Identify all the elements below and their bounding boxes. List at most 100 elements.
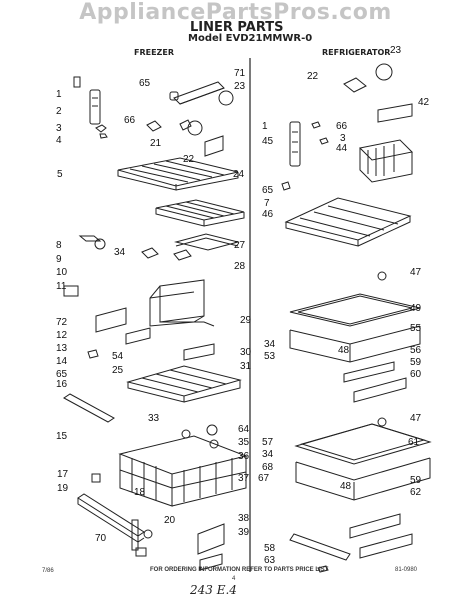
callout-label: 63 bbox=[264, 555, 276, 566]
model-number: Model EVD21MMWR-0 bbox=[188, 33, 313, 44]
callout-label: 5 bbox=[57, 169, 63, 180]
callout-label: 1 bbox=[262, 121, 268, 132]
freezer-shelf-supports bbox=[78, 235, 192, 261]
callout-label: 59 bbox=[410, 357, 422, 368]
callout-label: 30 bbox=[240, 347, 252, 358]
callout-label: 12 bbox=[56, 330, 68, 341]
diagram-title: LINER PARTS bbox=[190, 20, 284, 35]
callout-label: 2 bbox=[56, 106, 62, 117]
callout-label: 54 bbox=[112, 351, 124, 362]
callout-label: 29 bbox=[240, 315, 252, 326]
callout-label: 37 bbox=[238, 473, 250, 484]
callout-label: 23 bbox=[390, 45, 402, 56]
callout-label: 66 bbox=[124, 115, 136, 126]
callout-label: 22 bbox=[183, 154, 195, 165]
refrigerator-dairy-bin bbox=[358, 139, 414, 183]
callout-label: 39 bbox=[238, 527, 250, 538]
freezer-wire-shelf-upper bbox=[117, 157, 239, 191]
callout-label: 38 bbox=[238, 513, 250, 524]
ordering-note: FOR ORDERING INFORMATION REFER TO PARTS … bbox=[150, 567, 329, 573]
freezer-basket-track bbox=[77, 473, 225, 571]
callout-label: 28 bbox=[234, 261, 246, 272]
callout-label: 11 bbox=[56, 281, 67, 292]
callout-label: 57 bbox=[262, 437, 274, 448]
callout-label: 71 bbox=[234, 68, 246, 79]
callout-label: 22 bbox=[307, 71, 319, 82]
callout-label: 34 bbox=[262, 449, 274, 460]
callout-label: 7 bbox=[264, 198, 270, 209]
callout-label: 35 bbox=[238, 437, 250, 448]
callout-label: 21 bbox=[150, 138, 162, 149]
callout-label: 24 bbox=[233, 169, 245, 180]
callout-label: 3 bbox=[340, 133, 346, 144]
callout-label: 65 bbox=[262, 185, 274, 196]
callout-label: 65 bbox=[56, 369, 68, 380]
callout-label: 10 bbox=[56, 267, 68, 278]
callout-label: 60 bbox=[410, 369, 422, 380]
callout-label: 13 bbox=[56, 343, 68, 354]
callout-label: 46 bbox=[262, 209, 274, 220]
callout-label: 47 bbox=[410, 413, 422, 424]
freezer-bracket-parts bbox=[73, 76, 108, 139]
refrigerator-crisper-lower bbox=[289, 417, 432, 573]
callout-label: 44 bbox=[336, 143, 348, 154]
callout-label: 4 bbox=[56, 135, 62, 146]
callout-label: 3 bbox=[56, 123, 62, 134]
callout-label: 19 bbox=[57, 483, 69, 494]
callout-label: 61 bbox=[408, 437, 420, 448]
callout-label: 66 bbox=[336, 121, 348, 132]
callout-label: 27 bbox=[234, 240, 246, 251]
callout-label: 36 bbox=[238, 451, 250, 462]
page-number: 4 bbox=[232, 576, 236, 582]
callout-label: 68 bbox=[262, 462, 274, 473]
refrigerator-light-parts bbox=[343, 63, 413, 123]
right-part-code: 81-0980 bbox=[395, 567, 418, 573]
refrigerator-heading: REFRIGERATOR bbox=[322, 48, 391, 57]
callout-label: 67 bbox=[258, 473, 270, 484]
callout-label: 17 bbox=[57, 469, 69, 480]
callout-label: 64 bbox=[238, 424, 250, 435]
callout-label: 72 bbox=[56, 317, 68, 328]
watermark: AppliancePartsPros.com bbox=[79, 0, 392, 25]
callout-label: 49 bbox=[410, 303, 422, 314]
refrigerator-crisper-upper bbox=[289, 271, 421, 403]
callout-label: 9 bbox=[56, 254, 62, 265]
handwritten-note: 243 E.4 bbox=[190, 583, 237, 597]
callout-label: 25 bbox=[112, 365, 124, 376]
callout-label: 18 bbox=[134, 487, 146, 498]
freezer-light-housing bbox=[146, 81, 234, 157]
callout-label: 14 bbox=[56, 356, 68, 367]
callout-label: 53 bbox=[264, 351, 276, 362]
callout-label: 42 bbox=[418, 97, 430, 108]
callout-label: 65 bbox=[139, 78, 151, 89]
freezer-heading: FREEZER bbox=[134, 48, 174, 57]
callout-label: 70 bbox=[95, 533, 107, 544]
refrigerator-wire-shelf bbox=[284, 197, 412, 247]
freezer-wire-shelf-middle bbox=[155, 199, 245, 251]
callout-label: 59 bbox=[410, 475, 422, 486]
freezer-wire-basket bbox=[118, 424, 248, 507]
callout-label: 1 bbox=[56, 89, 62, 100]
callout-label: 8 bbox=[56, 240, 62, 251]
callout-label: 62 bbox=[410, 487, 422, 498]
freezer-wire-shelf-lower bbox=[63, 365, 242, 423]
callout-label: 33 bbox=[148, 413, 160, 424]
callout-label: 45 bbox=[262, 136, 274, 147]
callout-label: 31 bbox=[240, 361, 252, 372]
freezer-bracket-parts-lower bbox=[63, 285, 151, 359]
callout-label: 47 bbox=[410, 267, 422, 278]
callout-label: 16 bbox=[56, 379, 68, 390]
callout-label: 56 bbox=[410, 345, 422, 356]
callout-label: 23 bbox=[234, 81, 246, 92]
refrigerator-bracket-parts bbox=[281, 121, 329, 191]
callout-label: 48 bbox=[340, 481, 352, 492]
freezer-pan bbox=[149, 279, 215, 361]
callout-label: 20 bbox=[164, 515, 176, 526]
callout-label: 58 bbox=[264, 543, 276, 554]
callout-label: 15 bbox=[56, 431, 68, 442]
left-date-code: 7/86 bbox=[42, 568, 54, 574]
callout-label: 55 bbox=[410, 323, 422, 334]
callout-label: 34 bbox=[264, 339, 276, 350]
